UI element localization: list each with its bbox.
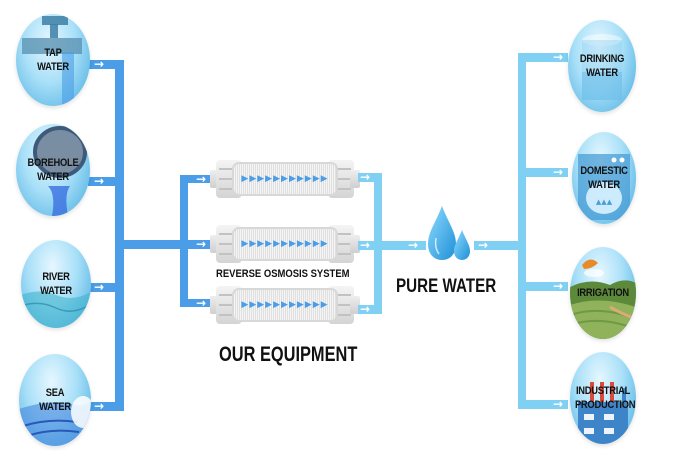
river-wave-icon — [21, 291, 91, 328]
output-filter-pipe-3 — [358, 305, 382, 314]
distribution-pipe-industrial — [518, 400, 568, 409]
source-label: RIVER WATER — [40, 271, 72, 297]
arrow-icon: → — [478, 238, 489, 252]
borehole-icon — [33, 126, 87, 216]
arrow-icon: → — [196, 172, 207, 186]
use-irrigation: IRRIGATION — [570, 247, 636, 339]
pure-water-label: PURE WATER — [396, 276, 497, 297]
source-river-water: RIVER WATER — [21, 240, 91, 328]
use-industrial-production: INDUSTRIAL PRODUCTION — [570, 352, 636, 444]
ro-filter-cartridge-1: ▶▶▶▶▶▶▶▶▶▶▶ — [210, 158, 360, 200]
source-label: SEA WATER — [39, 387, 71, 413]
arrow-icon: → — [553, 50, 564, 64]
input-pipe-sea — [88, 402, 124, 411]
svg-text:▲▲▲: ▲▲▲ — [596, 198, 613, 206]
input-filter-pipe-1 — [180, 175, 216, 183]
water-drops-icon — [428, 206, 470, 260]
distribution-pipe-domestic — [518, 168, 568, 177]
distribution-vertical-pipe — [518, 53, 526, 409]
use-label: INDUSTRIAL PRODUCTION — [574, 385, 636, 411]
use-drinking-water: DRINKING WATER — [568, 20, 636, 112]
arrow-icon: → — [94, 280, 105, 294]
factory-icon — [578, 382, 628, 444]
output-trunk-to-drop — [374, 241, 426, 250]
arrow-icon: → — [360, 302, 371, 316]
arrow-icon: → — [196, 296, 207, 310]
source-sea-water: SEA WATER — [19, 354, 91, 446]
washing-machine-icon: ▲▲▲ — [578, 154, 630, 220]
output-trunk-from-drop — [474, 241, 524, 250]
source-label: TAP WATER — [37, 47, 69, 73]
farm-field-icon — [570, 259, 636, 339]
arrow-icon: → — [553, 279, 564, 293]
flow-arrows-icon: ▶▶▶▶▶▶▶▶▶▶▶ — [241, 174, 329, 184]
input-pipe-borehole — [88, 177, 124, 186]
use-domestic-water: ▲▲▲ DOMESTIC WATER — [572, 132, 636, 224]
arrow-icon: → — [196, 237, 207, 251]
arrow-icon: → — [408, 238, 419, 252]
source-tap-water: TAP WATER — [16, 14, 90, 106]
arrow-icon: → — [94, 399, 105, 413]
equipment-title: OUR EQUIPMENT — [219, 343, 358, 366]
ro-filter-cartridge-2: ▶▶▶▶▶▶▶▶▶▶▶ — [210, 223, 360, 265]
glass-icon — [582, 34, 622, 100]
ro-system-label: REVERSE OSMOSIS SYSTEM — [216, 268, 350, 280]
arrow-icon: → — [553, 165, 564, 179]
arrow-icon: → — [94, 174, 105, 188]
use-label: DOMESTIC WATER — [580, 165, 628, 191]
flow-arrows-icon: ▶▶▶▶▶▶▶▶▶▶▶ — [241, 300, 329, 310]
input-filter-pipe-2 — [180, 240, 216, 249]
ro-filter-cartridge-3: ▶▶▶▶▶▶▶▶▶▶▶ — [210, 284, 360, 326]
output-filter-pipe-2 — [358, 241, 382, 250]
use-label: DRINKING WATER — [579, 53, 625, 79]
arrow-icon: → — [553, 397, 564, 411]
distribution-pipe-irrigation — [518, 282, 568, 291]
source-label: BOREHOLE WATER — [27, 157, 79, 183]
sea-wave-icon — [19, 396, 91, 446]
input-pipe-tap — [88, 60, 124, 69]
distribution-pipe-drinking — [518, 53, 568, 62]
faucet-icon — [22, 16, 82, 106]
arrow-icon: → — [94, 57, 105, 71]
input-trunk-pipe — [115, 240, 187, 249]
use-label: IRRIGATION — [577, 287, 629, 299]
arrow-icon: → — [360, 238, 371, 252]
arrow-icon: → — [360, 170, 371, 184]
source-borehole-water: BOREHOLE WATER — [16, 124, 90, 216]
flow-arrows-icon: ▶▶▶▶▶▶▶▶▶▶▶ — [241, 239, 329, 249]
input-filter-pipe-3 — [180, 299, 216, 307]
input-main-vertical-pipe — [115, 60, 124, 411]
input-pipe-river — [88, 283, 124, 292]
output-filter-pipe-1 — [358, 173, 382, 182]
